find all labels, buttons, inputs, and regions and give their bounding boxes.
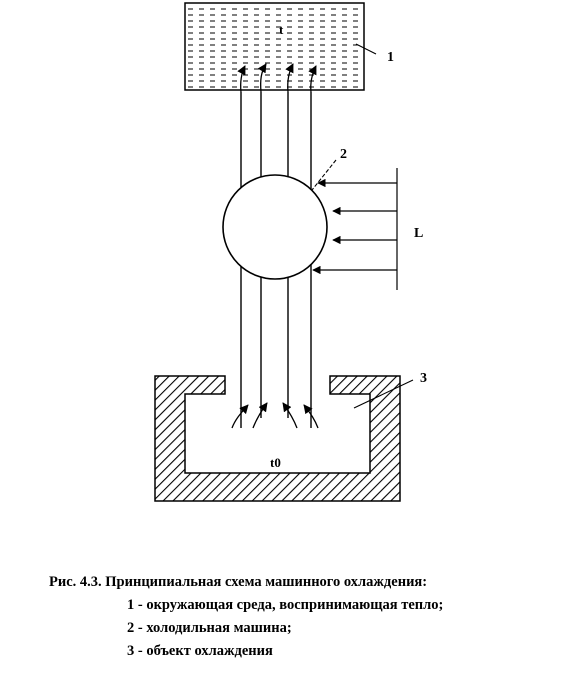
environment-tank <box>184 2 365 91</box>
work-input <box>312 168 398 290</box>
object-temperature-label: t0 <box>270 455 281 470</box>
work-label: L <box>414 226 423 241</box>
cooled-object <box>154 375 401 502</box>
caption-title: Рис. 4.3. Принципиальная схема машинного… <box>49 574 428 590</box>
caption-item-1: 1 - окружающая среда, воспринимающая теп… <box>127 597 444 613</box>
object-outflow-arrows <box>231 402 319 429</box>
tank-temperature-label: t <box>279 22 284 37</box>
cooling-machine-diagram: t t0 L 1 2 3 <box>154 2 427 502</box>
caption-item-3: 3 - объект охлаждения <box>127 643 273 659</box>
tank-inflow-arrows <box>237 63 317 93</box>
caption-item-2: 2 - холодильная машина; <box>127 620 292 636</box>
label-3: 3 <box>420 371 427 386</box>
object-temperature-text: t0 <box>270 455 281 470</box>
leader-lines <box>311 43 414 409</box>
label-2: 2 <box>340 147 347 162</box>
label-1: 1 <box>387 50 394 65</box>
refrigeration-machine <box>222 174 328 280</box>
